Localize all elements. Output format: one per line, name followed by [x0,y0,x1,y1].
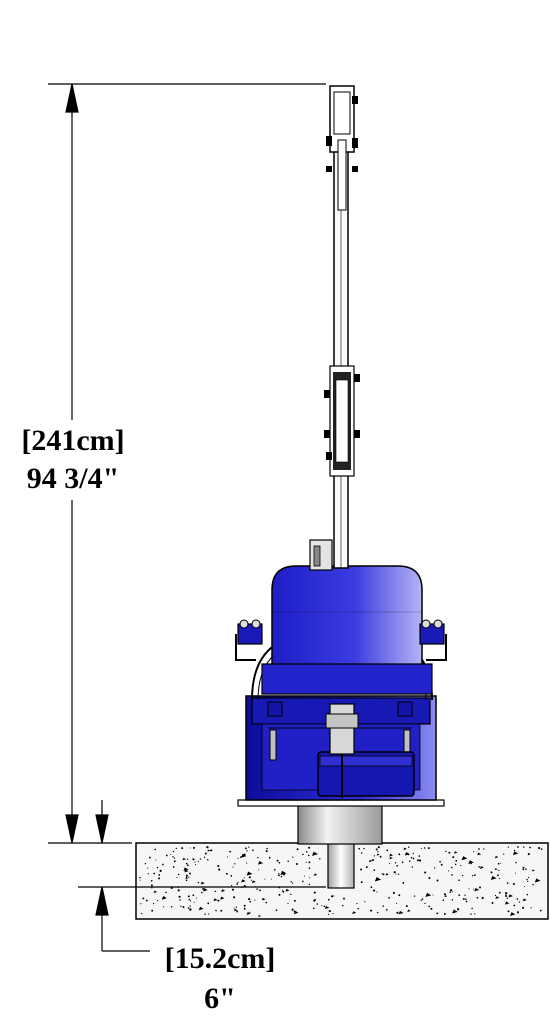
height-dimension [48,83,326,844]
upper-dome [261,565,433,695]
embed-depth-metric-label: [15.2cm] [164,942,276,975]
side-bracket-right [419,619,445,645]
base-flange [237,799,445,807]
arrow-top [65,83,79,113]
switch-block [309,539,333,571]
height-imperial-label: 94 3/4" [26,462,120,495]
concrete-aggregate-pattern [139,846,543,917]
arrow-down [95,814,109,844]
height-metric-label: [241cm] [21,424,125,457]
side-bracket-left [237,619,263,645]
embed-depth-imperial-label: 6" [204,982,236,1015]
mast [324,85,360,569]
arrow-up [95,886,109,916]
lower-housing [245,695,437,801]
pipe-collar [297,803,383,845]
embed-depth-dimension [78,800,326,952]
arrow-bottom [65,814,79,844]
